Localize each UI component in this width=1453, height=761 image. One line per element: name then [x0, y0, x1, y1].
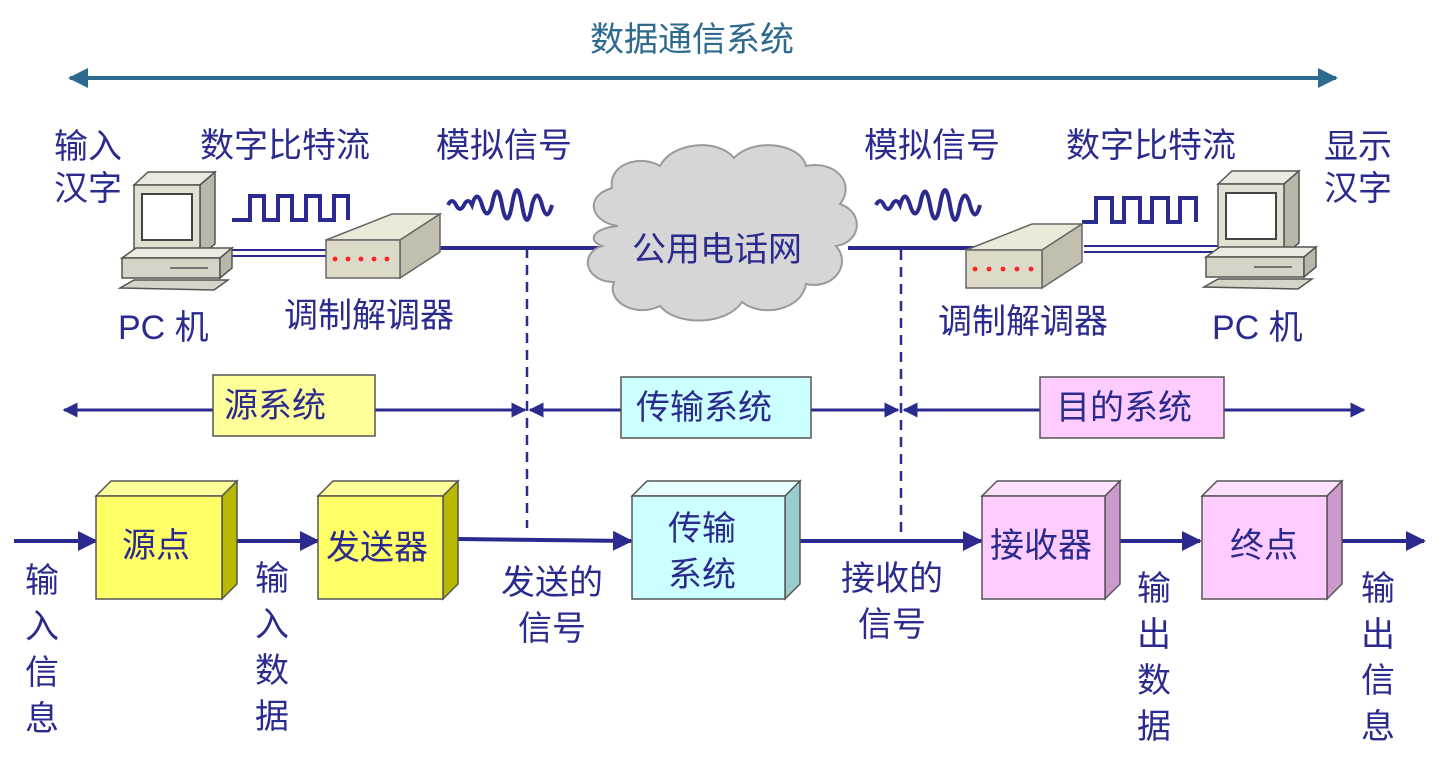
transmitter-block: [316, 479, 460, 601]
label-digital-bitstream-right: 数字比特流: [1066, 126, 1236, 166]
public-telephone-network-cloud-icon: [586, 144, 858, 322]
source-system-box: [212, 374, 376, 437]
label-analog-signal-left: 模拟信号: [436, 126, 572, 166]
transmission-system-block: [630, 479, 802, 601]
analog-wave-left-icon: [446, 188, 554, 222]
label-pc-right: PC 机: [1212, 309, 1303, 347]
label-modem-left: 调制解调器: [284, 296, 454, 336]
modem-left-icon: [325, 212, 443, 280]
top-cables: [222, 245, 1220, 257]
label-destination-system: 目的系统: [1056, 388, 1192, 428]
label-source-system: 源系统: [224, 386, 326, 426]
label-input-data: 输入数据: [255, 559, 289, 737]
label-transmission-block: 传输系统: [668, 509, 736, 595]
destination-system-box: [1039, 376, 1225, 439]
label-output-data: 输出数据: [1137, 569, 1171, 747]
label-receiver: 接收器: [990, 526, 1092, 566]
label-transmission-system: 传输系统: [636, 388, 772, 428]
digital-bitstream-right-icon: [1082, 196, 1198, 224]
label-display-chinese: 显示汉字: [1324, 127, 1392, 209]
destination-point-block: [1200, 479, 1344, 601]
pc-right-icon: [1201, 169, 1319, 290]
pc-left-icon: [117, 170, 235, 291]
transmission-system-box: [620, 376, 812, 439]
digital-bitstream-left-icon: [232, 194, 350, 222]
label-analog-signal-right: 模拟信号: [864, 126, 1000, 166]
label-transmitter: 发送器: [326, 528, 428, 568]
label-public-telephone-network: 公用电话网: [632, 230, 802, 270]
label-sent-signal: 发送的信号: [501, 563, 603, 649]
label-received-signal: 接收的信号: [841, 559, 943, 645]
receiver-block: [980, 479, 1122, 601]
modem-right-icon: [965, 222, 1085, 290]
label-input-info: 输入信息: [25, 561, 59, 739]
label-input-chinese: 输入汉字: [54, 127, 122, 209]
label-source-point: 源点: [122, 526, 190, 566]
source-point-block: [94, 479, 239, 601]
analog-wave-right-icon: [874, 188, 982, 222]
label-modem-right: 调制解调器: [938, 302, 1108, 342]
flow-arrow-sent-signal: [457, 530, 633, 551]
diagram-title: 数据通信系统: [590, 20, 794, 60]
label-destination-point: 终点: [1230, 526, 1298, 566]
label-digital-bitstream-left: 数字比特流: [200, 126, 370, 166]
label-pc-left: PC 机: [118, 309, 209, 347]
label-output-info: 输出信息: [1361, 569, 1395, 747]
